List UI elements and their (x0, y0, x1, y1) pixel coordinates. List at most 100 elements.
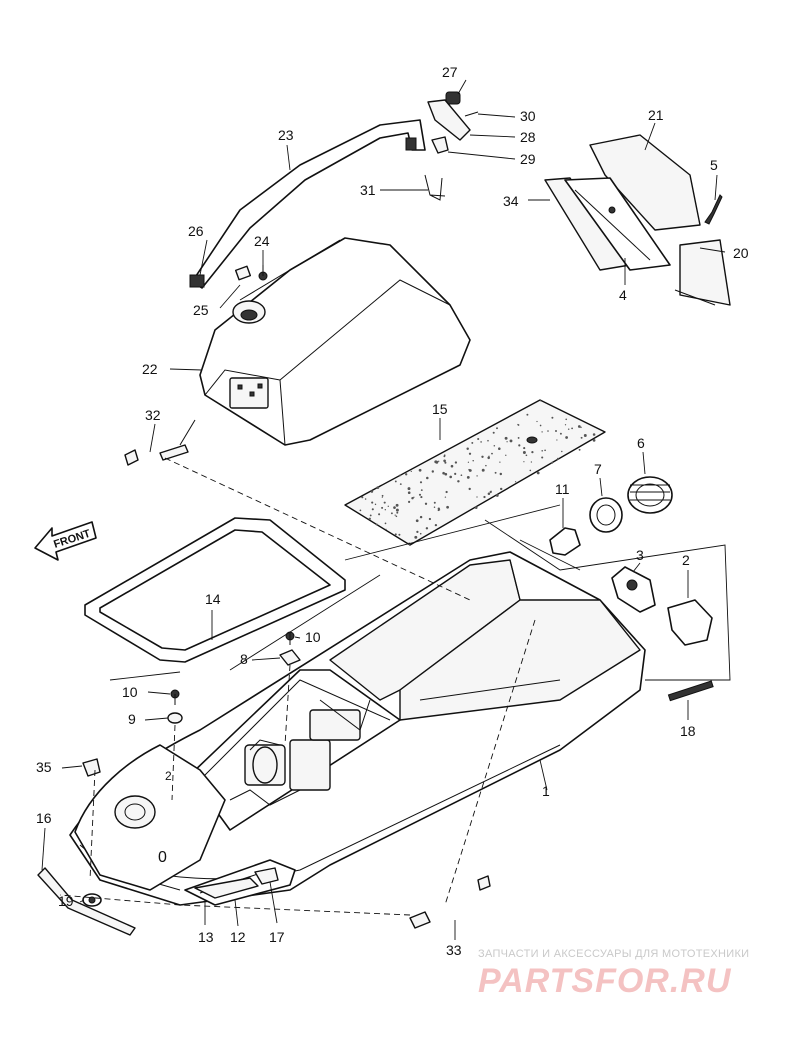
callout-35: 35 (36, 759, 52, 775)
callout-17: 17 (269, 929, 285, 945)
mat-texture-speck (428, 517, 432, 521)
mat-texture-speck (393, 506, 396, 509)
callout-3: 3 (636, 547, 644, 563)
mat-texture-speck (493, 444, 496, 447)
mat-texture-speck (530, 461, 533, 463)
mat-texture-speck (376, 486, 380, 489)
mat-texture-speck (571, 427, 573, 430)
mat-texture-speck (541, 456, 544, 459)
mat-texture-speck (580, 436, 583, 439)
mat-texture-speck (378, 513, 381, 516)
mat-texture-speck (381, 496, 383, 498)
mat-texture-speck (467, 461, 470, 463)
mat-texture-speck (449, 475, 453, 479)
mat-texture-speck (418, 468, 422, 472)
mat-texture-speck (526, 413, 529, 416)
callout-10-lower: 10 (122, 684, 138, 700)
mat-texture-speck (551, 416, 554, 419)
mat-texture-speck (577, 425, 581, 428)
mat-texture-speck (517, 424, 520, 426)
mat-texture-speck (564, 424, 567, 426)
callout-6: 6 (637, 435, 645, 451)
mat-texture-speck (487, 439, 489, 442)
svg-text:0: 0 (158, 849, 167, 866)
mat-texture-speck (434, 460, 438, 464)
mat-texture-speck (544, 449, 546, 452)
mat-texture-speck (364, 498, 367, 500)
mat-texture-speck (556, 457, 560, 460)
mat-texture-speck (523, 461, 525, 463)
callout-20: 20 (733, 245, 749, 261)
callout-10-upper: 10 (305, 629, 321, 645)
mat-texture-speck (424, 502, 428, 505)
right-side-parts (549, 476, 714, 702)
callout-4: 4 (619, 287, 627, 303)
mat-texture-speck (518, 444, 521, 447)
callout-32: 32 (145, 407, 161, 423)
mat-texture-speck (522, 451, 526, 454)
handle-hardware (234, 91, 479, 281)
callout-16: 16 (36, 810, 52, 826)
mat-texture-speck (495, 494, 499, 497)
leader-lines (41, 79, 731, 940)
mat-texture-speck (539, 424, 542, 427)
mat-texture-speck (418, 493, 422, 496)
callout-31: 31 (360, 182, 376, 198)
mat-texture-speck (444, 461, 447, 464)
mat-texture-speck (433, 506, 436, 508)
mat-texture-speck (438, 460, 440, 462)
mat-texture-speck (384, 522, 387, 525)
mat-texture-speck (450, 464, 454, 468)
svg-text:2: 2 (165, 769, 172, 783)
watermark: ЗАПЧАСТИ И АКСЕССУАРЫ ДЛЯ МОТОТЕХНИКИ PA… (478, 948, 778, 1001)
mat-texture-speck (442, 471, 445, 475)
mat-texture-speck (536, 420, 538, 423)
mat-texture-speck (394, 514, 396, 516)
mat-texture-speck (578, 448, 581, 451)
watermark-logo: PARTSFOR.RU (478, 962, 732, 1000)
mat-texture-speck (468, 487, 471, 491)
mat-texture-speck (592, 433, 596, 436)
mat-texture-speck (580, 426, 582, 429)
mat-texture-speck (425, 527, 429, 530)
mat-texture-speck (536, 471, 540, 475)
callout-26: 26 (188, 223, 204, 239)
callout-13: 13 (198, 929, 214, 945)
mat-texture-speck (592, 439, 596, 442)
callout-34: 34 (503, 193, 519, 209)
mat-texture-speck (384, 509, 386, 511)
mat-texture-speck (481, 455, 484, 458)
mat-texture-speck (415, 519, 419, 523)
mat-texture-speck (468, 452, 472, 455)
callout-labels: 27 30 28 29 31 23 26 24 25 22 21 5 34 20… (36, 64, 749, 958)
callout-11: 11 (555, 481, 570, 497)
callout-14: 14 (205, 591, 221, 607)
callout-19: 19 (58, 893, 74, 909)
mat-texture-speck (583, 434, 587, 437)
mat-texture-speck (419, 481, 423, 484)
mat-texture-speck (414, 535, 418, 539)
mat-texture-speck (541, 431, 543, 433)
hatch-gasket-part (84, 517, 346, 663)
watermark-tagline: ЗАПЧАСТИ И АКСЕССУАРЫ ДЛЯ МОТОТЕХНИКИ (478, 948, 750, 960)
mat-texture-speck (381, 494, 384, 497)
mat-texture-speck (472, 460, 474, 462)
small-hardware-parts (37, 419, 491, 936)
hood-cover-part (199, 237, 471, 446)
mat-texture-speck (476, 475, 478, 477)
mat-texture-speck (498, 447, 501, 450)
mat-texture-speck (499, 487, 503, 491)
mat-texture-speck (457, 480, 460, 483)
callout-22: 22 (142, 361, 158, 377)
callout-2: 2 (682, 552, 690, 568)
callout-28: 28 (520, 129, 536, 145)
mat-texture-speck (419, 515, 423, 519)
hull-part: 0 2 (69, 551, 646, 906)
callout-15: 15 (432, 401, 448, 417)
mat-texture-speck (370, 490, 374, 493)
mat-texture-speck (408, 492, 411, 494)
mat-texture-speck (499, 461, 501, 463)
mat-texture-speck (437, 507, 440, 510)
mat-texture-speck (446, 505, 449, 509)
callout-27: 27 (442, 64, 458, 80)
